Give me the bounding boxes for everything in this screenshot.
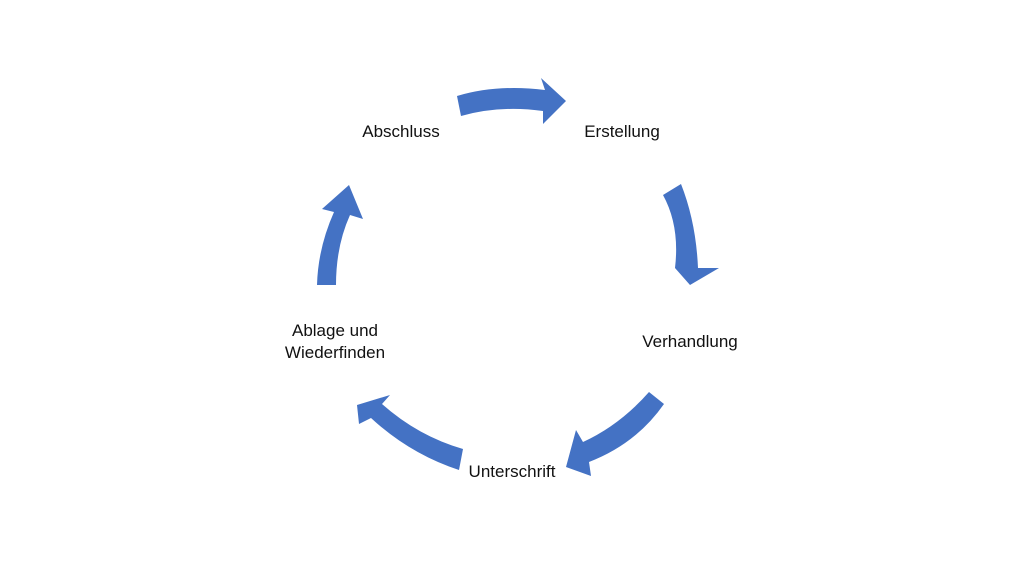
arrow-verhandlung-to-unterschrift — [566, 392, 664, 476]
stage-label-abschluss: Abschluss — [362, 121, 439, 143]
stage-label-ablage-und-wiederfinden: Ablage und Wiederfinden — [285, 320, 385, 364]
stage-label-ablage-line-1: Ablage und — [291, 321, 379, 340]
stage-label-ablage-line-2: Wiederfinden — [284, 343, 386, 362]
arrow-unterschrift-to-ablage — [357, 395, 463, 470]
arrow-abschluss-to-erstellung — [457, 78, 566, 124]
stage-label-unterschrift: Unterschrift — [469, 461, 556, 483]
stage-label-erstellung-text: Erstellung — [584, 122, 660, 141]
stage-label-verhandlung-text: Verhandlung — [642, 332, 738, 351]
stage-label-verhandlung: Verhandlung — [642, 331, 737, 353]
stage-label-erstellung: Erstellung — [584, 121, 660, 143]
stage-label-abschluss-text: Abschluss — [362, 122, 440, 141]
stage-label-unterschrift-text: Unterschrift — [468, 462, 556, 481]
arrow-ablage-to-abschluss — [317, 185, 363, 285]
arrow-erstellung-to-verhandlung — [663, 184, 719, 285]
